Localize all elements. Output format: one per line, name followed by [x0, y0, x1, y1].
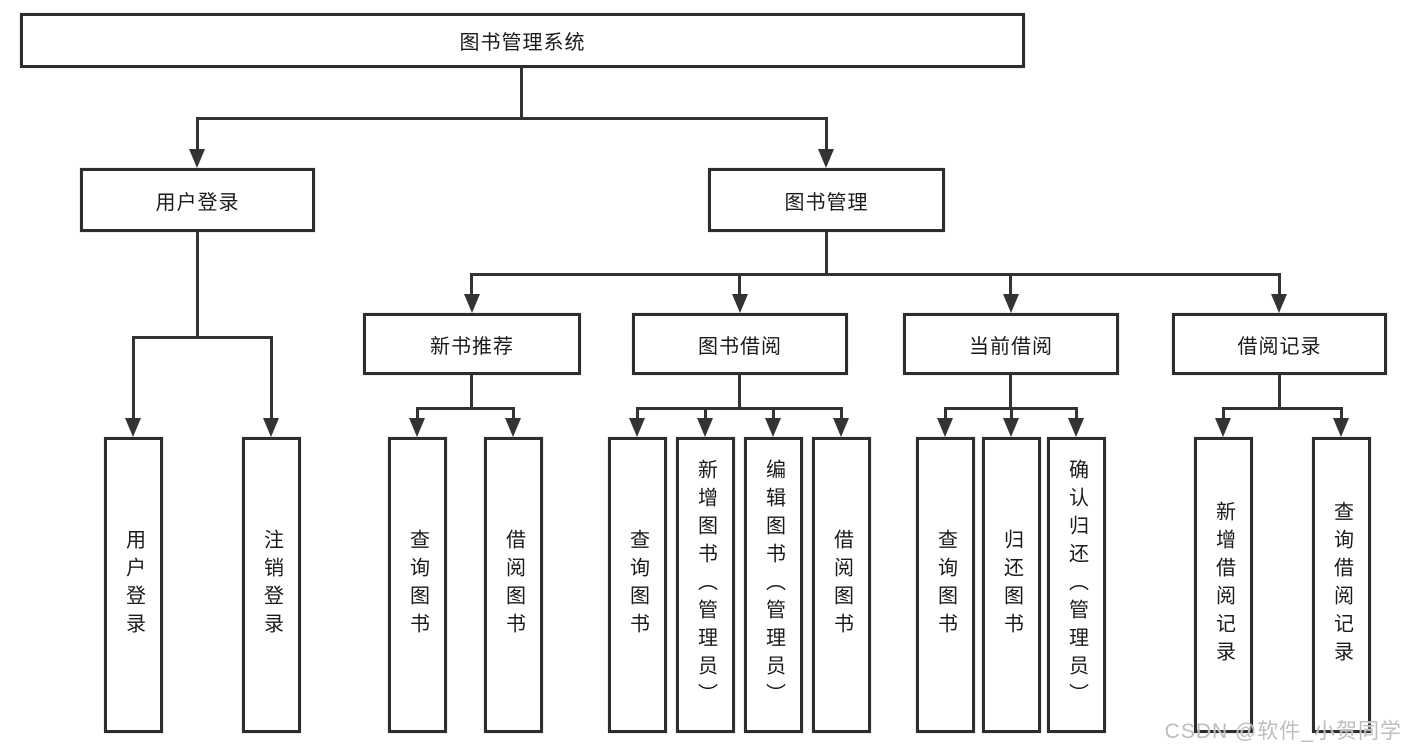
arrowhead-icon: [1003, 294, 1019, 313]
leaf-return-book: 归还图书: [982, 437, 1041, 733]
node-label: 借阅图书: [830, 529, 853, 641]
arrowhead-icon: [1333, 418, 1349, 437]
connector-line: [704, 410, 707, 420]
connector-line: [1340, 410, 1343, 420]
connector-line: [132, 336, 273, 339]
node-label: 编辑图书（管理员）: [762, 459, 785, 711]
arrowhead-icon: [1003, 418, 1019, 437]
node-label: 确认归还（管理员）: [1065, 459, 1088, 711]
node-book-management: 图书管理: [708, 168, 945, 232]
connector-line: [196, 117, 828, 120]
leaf-logout: 注销登录: [242, 437, 301, 733]
node-new-book-recommend: 新书推荐: [363, 313, 581, 375]
node-label: 图书管理: [784, 191, 869, 214]
node-label: 当前借阅: [969, 335, 1053, 358]
connector-line: [470, 276, 473, 296]
connector-line: [1278, 375, 1281, 407]
node-label: 查询图书: [626, 529, 649, 641]
leaf-add-borrow-record: 新增借阅记录: [1194, 437, 1253, 733]
connector-line: [1222, 407, 1343, 410]
arrowhead-icon: [629, 418, 645, 437]
connector-line: [270, 339, 273, 420]
arrowhead-icon: [697, 418, 713, 437]
leaf-borrow-books: 借阅图书: [812, 437, 871, 733]
node-label: 借阅记录: [1237, 335, 1322, 358]
connector-line: [738, 375, 741, 407]
node-label: 查询图书: [934, 529, 957, 641]
leaf-add-book-admin: 新增图书（管理员）: [676, 437, 735, 733]
leaf-confirm-return-admin: 确认归还（管理员）: [1047, 437, 1106, 733]
arrowhead-icon: [464, 294, 480, 313]
connector-line: [1075, 410, 1078, 420]
connector-line: [840, 410, 843, 420]
leaf-user-login: 用户登录: [104, 437, 163, 733]
arrowhead-icon: [833, 418, 849, 437]
connector-line: [512, 410, 515, 420]
leaf-query-books-borrowing: 查询图书: [608, 437, 667, 733]
arrowhead-icon: [937, 418, 953, 437]
connector-line: [416, 410, 419, 420]
arrowhead-icon: [1271, 294, 1287, 313]
arrowhead-icon: [732, 294, 748, 313]
node-user-login: 用户登录: [80, 168, 315, 232]
node-label: 图书管理系统: [459, 32, 586, 54]
arrowhead-icon: [1068, 418, 1084, 437]
arrowhead-icon: [1215, 418, 1231, 437]
node-label: 查询图书: [406, 529, 429, 641]
connector-line: [1278, 276, 1281, 296]
node-library-system: 图书管理系统: [20, 13, 1025, 68]
connector-line: [1009, 375, 1012, 407]
connector-line: [825, 232, 828, 273]
node-label: 查询借阅记录: [1330, 501, 1353, 669]
watermark: CSDN @软件_小贺同学: [1164, 720, 1402, 743]
node-label: 图书借阅: [698, 335, 782, 358]
node-label: 用户登录: [122, 529, 145, 641]
connector-line: [196, 120, 199, 151]
leaf-query-books-current: 查询图书: [916, 437, 975, 733]
leaf-query-borrow-record: 查询借阅记录: [1312, 437, 1371, 733]
connector-line: [1222, 410, 1225, 420]
connector-line: [944, 407, 1078, 410]
connector-line: [636, 410, 639, 420]
arrowhead-icon: [125, 418, 141, 437]
connector-line: [825, 120, 828, 151]
connector-line: [1010, 410, 1013, 420]
connector-line: [470, 375, 473, 407]
node-borrowing-records: 借阅记录: [1172, 313, 1387, 375]
connector-line: [132, 339, 135, 420]
connector-line: [944, 410, 947, 420]
arrowhead-icon: [765, 418, 781, 437]
connector-line: [772, 410, 775, 420]
node-label: 借阅图书: [502, 529, 525, 641]
connector-line: [196, 232, 199, 336]
connector-line: [636, 407, 843, 410]
node-label: 用户登录: [155, 191, 240, 214]
arrowhead-icon: [505, 418, 521, 437]
connector-line: [738, 276, 741, 296]
leaf-edit-book-admin: 编辑图书（管理员）: [744, 437, 803, 733]
node-book-borrowing: 图书借阅: [632, 313, 848, 375]
connector-line: [520, 68, 523, 117]
leaf-borrow-books-recommend: 借阅图书: [484, 437, 543, 733]
leaf-query-books-recommend: 查询图书: [388, 437, 447, 733]
connector-line: [416, 407, 515, 410]
node-label: 注销登录: [260, 529, 283, 641]
arrowhead-icon: [263, 418, 279, 437]
arrowhead-icon: [818, 149, 834, 168]
node-label: 新增图书（管理员）: [694, 459, 717, 711]
node-current-borrowing: 当前借阅: [903, 313, 1119, 375]
connector-line: [1009, 276, 1012, 296]
arrowhead-icon: [409, 418, 425, 437]
node-label: 归还图书: [1000, 529, 1023, 641]
arrowhead-icon: [189, 149, 205, 168]
connector-line: [470, 273, 1281, 276]
node-label: 新书推荐: [430, 335, 514, 358]
node-label: 新增借阅记录: [1212, 501, 1235, 669]
